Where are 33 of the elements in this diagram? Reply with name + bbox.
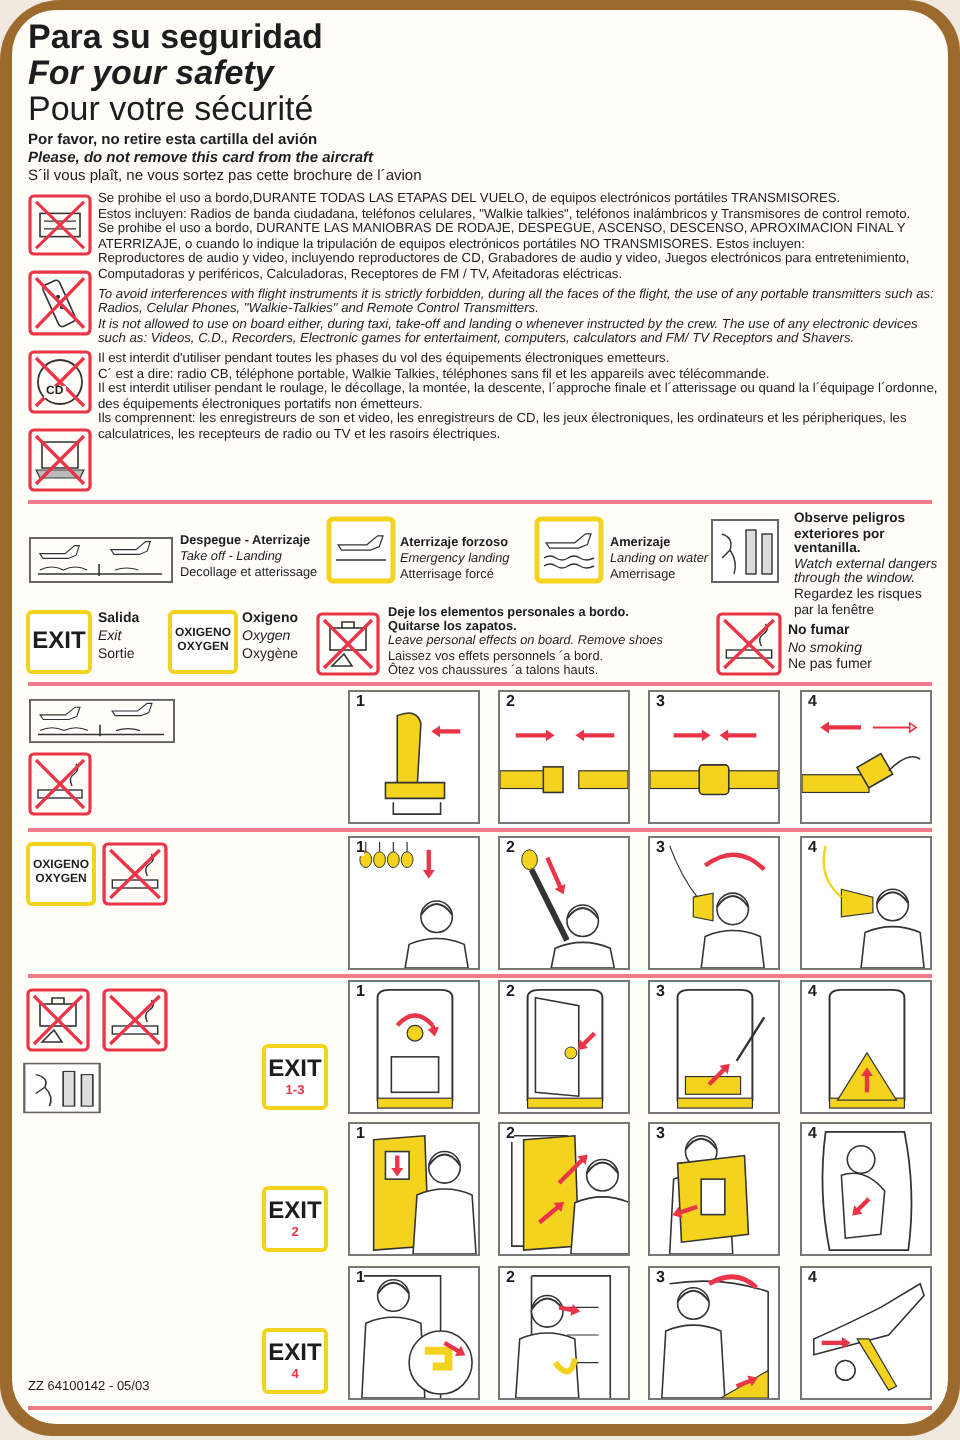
subtitle: Pour votre sécurité <box>28 92 314 128</box>
sign-text: EXIT <box>268 1056 322 1084</box>
step-number: 1 <box>356 1126 365 1142</box>
step-number: 1 <box>356 694 365 710</box>
exit-sign <box>262 1186 328 1252</box>
step-number: 3 <box>656 984 665 1000</box>
sign-text: EXIT <box>268 1198 322 1226</box>
step-number: 2 <box>506 1126 515 1142</box>
sign-text: EXIT <box>268 1340 322 1368</box>
step-number: 1 <box>356 840 365 856</box>
title: Para su seguridad <box>28 18 323 56</box>
step-number: 3 <box>656 694 665 710</box>
step-number: 1 <box>356 984 365 1000</box>
exit-sign <box>262 1044 328 1110</box>
step-number: 2 <box>506 1270 515 1286</box>
step-number: 4 <box>808 1270 817 1286</box>
step-number: 3 <box>656 840 665 856</box>
sign-text: EXIT <box>32 628 86 656</box>
step-number: 4 <box>808 694 817 710</box>
step-number: 4 <box>808 840 817 856</box>
subtitle: For your safety <box>28 56 274 92</box>
exit-sign <box>262 1328 328 1394</box>
step-number: 2 <box>506 984 515 1000</box>
exit-sign <box>26 610 92 674</box>
step-number: 4 <box>808 984 817 1000</box>
step-number: 1 <box>356 1270 365 1286</box>
step-number: 2 <box>506 694 515 710</box>
oxygen-sign <box>168 610 238 674</box>
step-number: 4 <box>808 1126 817 1142</box>
step-number: 3 <box>656 1270 665 1286</box>
oxygen-sign <box>26 842 96 906</box>
step-number: 3 <box>656 1126 665 1142</box>
step-number: 2 <box>506 840 515 856</box>
